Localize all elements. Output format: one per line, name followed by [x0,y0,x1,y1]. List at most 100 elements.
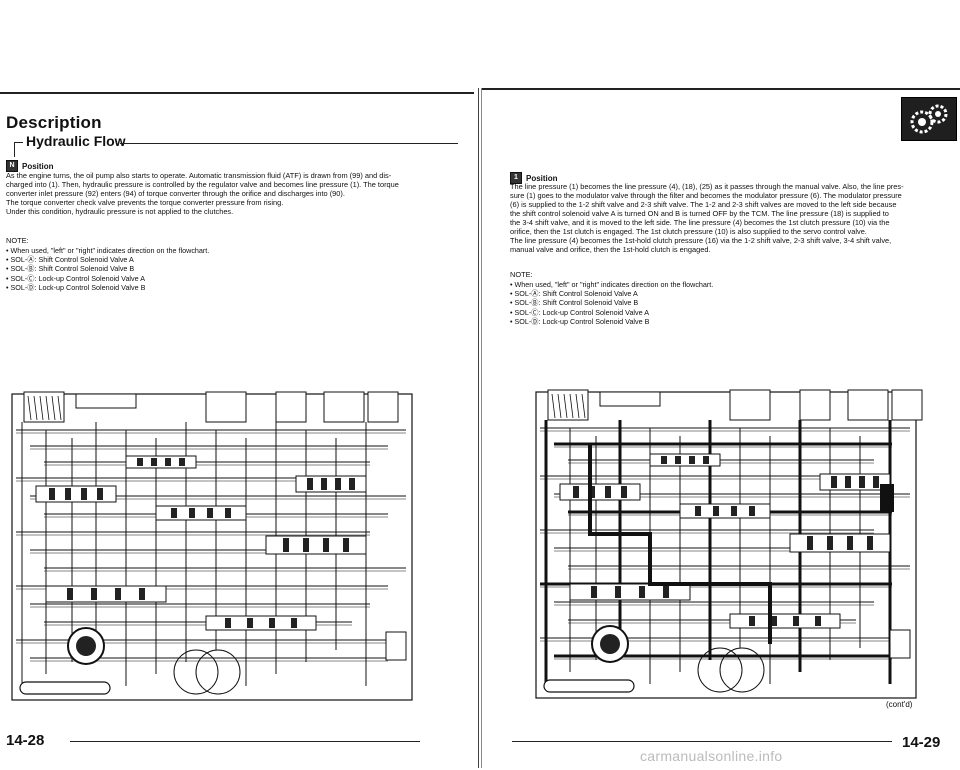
spool-land [335,478,341,490]
spool-land [65,488,71,500]
spool-valve [559,483,641,501]
spool-land [225,508,231,518]
spool-land [343,538,349,552]
hydraulic-circuit-svg [535,389,923,699]
spool-land [91,588,97,600]
spool-land [207,508,213,518]
spring-coil [557,393,562,419]
paragraph-line: Under this condition, hydraulic pressure… [6,207,234,216]
top-rule-right [482,88,960,90]
transmission-section-logo [901,97,957,141]
spool-land [661,456,667,464]
spool-land [605,486,611,498]
spool-valve [155,505,247,521]
footer-rule [70,741,420,742]
spool-land [81,488,87,500]
spool-land [189,508,195,518]
paragraph-line: charged into (1). Then, hydraulic pressu… [6,180,399,189]
spool-land [827,536,833,550]
spool-valve [295,475,367,493]
paragraph-line: The torque converter check valve prevent… [6,198,284,207]
position-heading: N Position [6,160,54,172]
note-item: SOL-Ⓒ: Lock-up Control Solenoid Valve A [510,308,950,317]
valve-body [891,389,923,421]
spool-valve [569,583,691,601]
spool-land [749,616,755,626]
paragraph-line: The line pressure (4) becomes the 1st-ho… [510,236,892,245]
spool-valve [649,453,721,467]
hydraulic-flow-diagram-neutral [6,386,446,716]
spool-land [171,508,177,518]
position-label: Position [22,161,54,171]
spring-coil [581,393,586,419]
note-list: When used, "left" or "right" indicates d… [6,246,466,292]
torque-converter [195,649,241,695]
spool-land [675,456,681,464]
page-title: Description [6,113,102,132]
spool-valve [35,485,117,503]
gears-icon [910,104,948,134]
description-paragraph: As the engine turns, the oil pump also s… [6,171,466,216]
spool-land [815,616,821,626]
spool-land [115,588,121,600]
oil-pump-rotor [600,634,620,654]
spool-land [847,536,853,550]
spool-land [49,488,55,500]
top-rule-left [0,92,474,94]
spring-coil [569,393,574,419]
valve-body [729,389,771,421]
spool-land [831,476,837,488]
paragraph-line: the 3-4 shift valve, and it is moved to … [510,218,890,227]
paragraph-line: (6) is supplied to the 1-2 shift valve a… [510,200,897,209]
note-title: NOTE: [510,270,533,279]
spool-land [771,616,777,626]
torque-converter [173,649,219,695]
spool-land [591,586,597,598]
spring-coil [27,395,32,421]
spool-land [859,476,865,488]
spool-land [873,476,879,488]
note-item: SOL-Ⓓ: Lock-up Control Solenoid Valve B [6,283,466,292]
spool-valve [819,473,891,491]
section-bracket [14,142,23,157]
spool-valve [125,455,197,469]
cooler [385,631,407,661]
description-paragraph: The line pressure (1) becomes the line p… [510,182,950,254]
spool-land [663,586,669,598]
valve-body [599,391,661,407]
spring-coil [575,393,580,419]
atf-reservoir [543,679,635,693]
spool-land [793,616,799,626]
note-item: SOL-Ⓓ: Lock-up Control Solenoid Valve B [510,317,950,326]
position-badge: N [6,160,18,172]
paragraph-line: orifice, then the 1st clutch is engaged.… [510,227,867,236]
left-page: Description Hydraulic Flow N Position As… [0,0,478,770]
spool-land [283,538,289,552]
torque-converter [697,647,743,693]
note-list: When used, "left" or "right" indicates d… [510,280,950,326]
valve-body [847,389,889,421]
page-number: 14-29 [902,734,941,751]
note-title: NOTE: [6,236,29,245]
spring-coil [39,395,44,421]
pressurized-line [588,444,772,644]
spool-land [689,456,695,464]
spool-land [269,618,275,628]
spool-land [137,458,143,466]
spool-land [615,586,621,598]
footer-rule [512,741,892,742]
spool-land [713,506,719,516]
spool-land [179,458,185,466]
spool-valve [205,615,317,631]
spring-coil [33,395,38,421]
paragraph-line: the shift control solenoid valve A is tu… [510,209,889,218]
paragraph-line: sure (1) goes to the modulator valve thr… [510,191,902,200]
watermark: carmanualsonline.info [640,748,783,764]
valve-body [367,391,399,423]
position-label: Position [526,173,558,183]
spool-land [867,536,873,550]
spring-coil [563,393,568,419]
clutch-engaged [880,484,894,512]
spool-land [703,456,709,464]
paragraph-line: converter inlet pressure (92) enters (94… [6,189,345,198]
